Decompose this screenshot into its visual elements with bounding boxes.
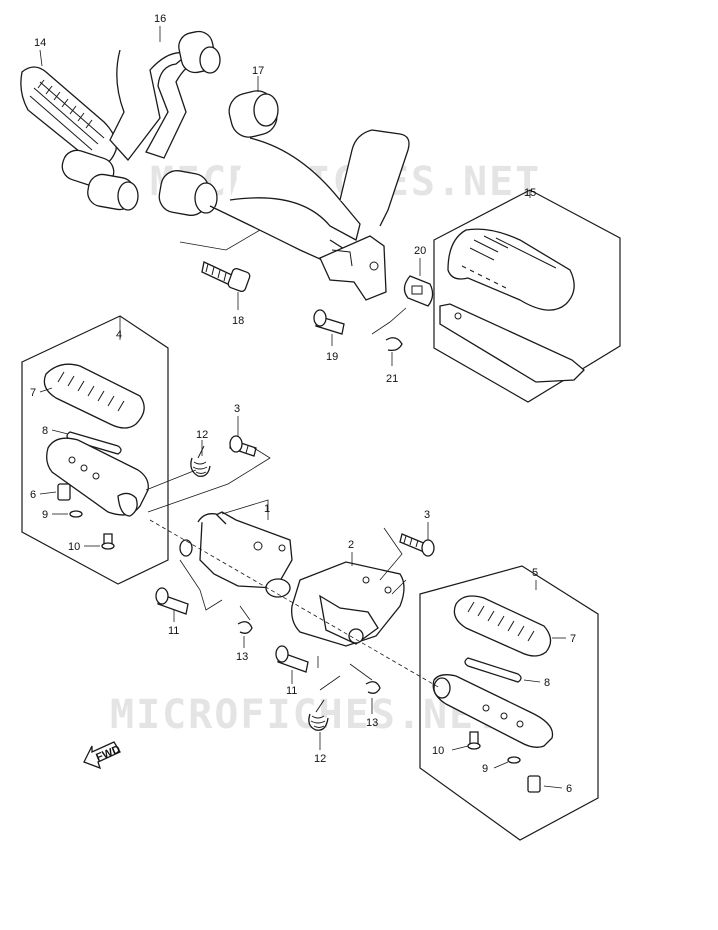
part-19-pin — [313, 309, 345, 335]
fwd-arrow: FWD — [83, 741, 122, 770]
part-13b-clip — [365, 681, 381, 694]
part-15-pillion-footrest-box — [433, 189, 621, 403]
callout-16: 16 — [154, 13, 166, 25]
callout-20: 20 — [414, 245, 426, 257]
callout-8a: 8 — [42, 425, 48, 437]
callout-21: 21 — [386, 373, 398, 385]
callout-6b: 6 — [566, 783, 572, 795]
callout-8b: 8 — [544, 677, 550, 689]
callout-7b: 7 — [570, 633, 576, 645]
leader-7a — [39, 387, 53, 393]
callout-4: 4 — [116, 329, 122, 341]
leader-9b — [493, 761, 509, 769]
callout-9a: 9 — [42, 509, 48, 521]
part-5-footrest-box — [419, 565, 599, 841]
leader-6b — [543, 785, 563, 789]
callout-12a: 12 — [196, 429, 208, 441]
callout-10a: 10 — [68, 541, 80, 553]
part-21-clip — [385, 337, 403, 352]
leader-6a — [39, 491, 57, 495]
callout-13b: 13 — [366, 717, 378, 729]
watermark-bottom: MICROFICHES.NET — [110, 692, 501, 738]
part-12b-spring — [308, 699, 329, 731]
leader-10b — [451, 745, 469, 751]
callout-10b: 10 — [432, 745, 444, 757]
callout-12b: 12 — [314, 753, 326, 765]
fwd-label: FWD — [94, 743, 122, 764]
callout-13a: 13 — [236, 651, 248, 663]
leader-guide-1 — [179, 229, 261, 251]
assembly-guide-mid — [145, 447, 407, 691]
callout-1: 1 — [264, 503, 270, 515]
part-14-footrest-rubber — [20, 66, 117, 165]
callout-3a: 3 — [234, 403, 240, 415]
part-11a-pin — [155, 587, 189, 615]
callout-15: 15 — [524, 187, 536, 199]
part-17-pillion-bracket — [158, 90, 410, 301]
part-16-footrest-bracket — [61, 30, 221, 211]
leader-guide-2 — [371, 307, 407, 335]
callout-18: 18 — [232, 315, 244, 327]
part-1-bracket — [179, 511, 293, 598]
callout-2: 2 — [348, 539, 354, 551]
part-3a-bolt — [229, 435, 257, 457]
callout-14: 14 — [34, 37, 46, 49]
callout-11a: 11 — [168, 625, 179, 637]
part-3b-bolt — [399, 533, 435, 557]
callout-17: 17 — [252, 65, 264, 77]
leader-8a — [51, 429, 69, 435]
callout-3b: 3 — [424, 509, 430, 521]
part-4-footrest-box — [21, 315, 169, 585]
part-18-bolt — [201, 261, 251, 292]
callout-11b: 11 — [286, 685, 297, 697]
part-13a-clip — [237, 621, 253, 634]
part-12a-spring — [190, 445, 211, 477]
leader-14 — [39, 49, 43, 67]
part-11b-pin — [275, 645, 309, 673]
callout-7a: 7 — [30, 387, 36, 399]
callout-6a: 6 — [30, 489, 36, 501]
callout-9b: 9 — [482, 763, 488, 775]
callout-19: 19 — [326, 351, 338, 363]
part-20-washer — [403, 275, 434, 307]
leader-8b — [523, 679, 541, 683]
part-2-bracket — [291, 561, 405, 647]
callout-5: 5 — [532, 567, 538, 579]
